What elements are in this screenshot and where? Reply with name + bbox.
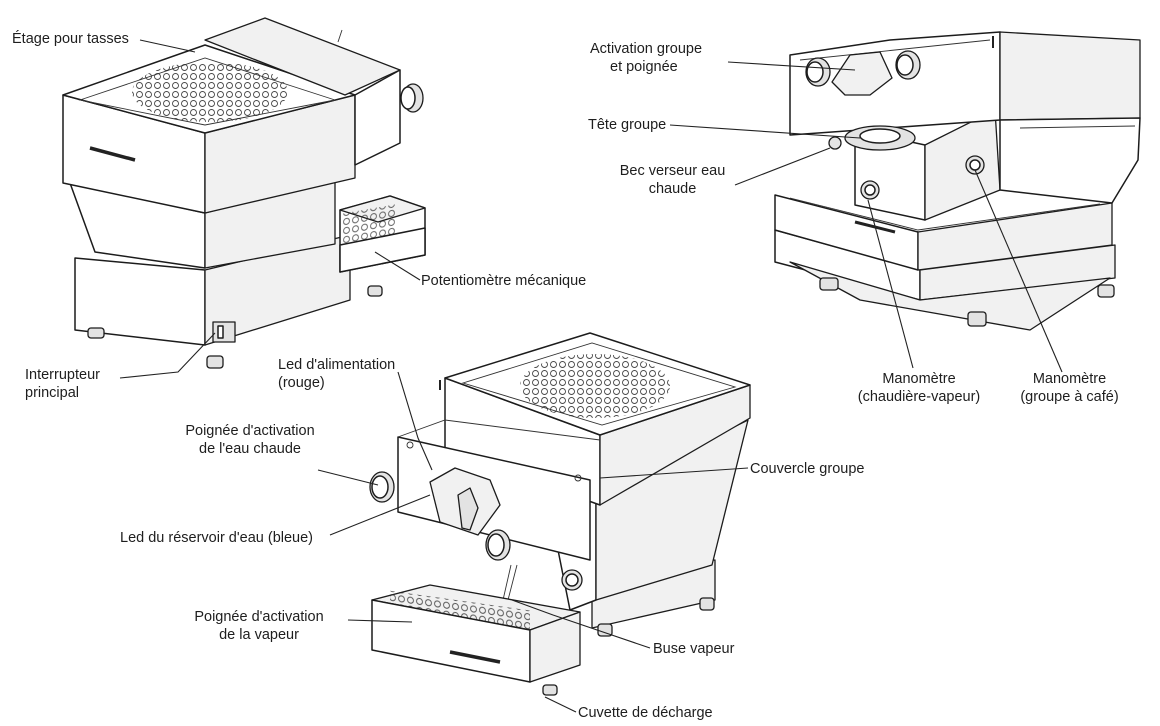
label-manometre-cafe-line2: (groupe à café) xyxy=(1020,389,1119,405)
label-activation-groupe-line1: Activation groupe xyxy=(590,41,703,57)
label-poignee-eau-line2: de l'eau chaude xyxy=(199,441,301,457)
label-activation-groupe-line2: et poignée xyxy=(610,59,678,75)
label-led-alimentation: Led d'alimentation (rouge) xyxy=(278,356,395,392)
label-led-reservoir: Led du réservoir d'eau (bleue) xyxy=(120,530,313,546)
label-interrupteur-line2: principal xyxy=(25,385,79,401)
label-poignee-eau: Poignée d'activation de l'eau chaude xyxy=(170,422,330,458)
label-manometre-cafe: Manomètre (groupe à café) xyxy=(1007,370,1132,406)
label-activation-groupe: Activation groupe et poignée xyxy=(590,40,702,76)
label-manometre-cafe-line1: Manomètre xyxy=(1032,371,1107,387)
label-bec-verseur-line1: Bec verseur eau xyxy=(619,163,726,179)
label-couvercle-groupe: Couvercle groupe xyxy=(750,461,865,477)
label-tete-groupe: Tête groupe xyxy=(588,117,667,133)
label-etage-tasses: Étage pour tasses xyxy=(12,31,129,47)
label-manometre-vapeur-line2: (chaudière-vapeur) xyxy=(857,389,981,405)
label-led-alimentation-line1: Led d'alimentation xyxy=(278,357,396,373)
label-bec-verseur: Bec verseur eau chaude xyxy=(605,162,740,198)
label-interrupteur-line1: Interrupteur xyxy=(25,367,100,383)
machine-rear-view xyxy=(774,31,1141,331)
label-poignee-vapeur: Poignée d'activation de la vapeur xyxy=(170,608,348,644)
label-poignee-eau-line1: Poignée d'activation xyxy=(185,423,315,439)
label-manometre-vapeur-line1: Manomètre xyxy=(882,371,956,387)
label-bec-verseur-line2: chaude xyxy=(648,181,697,197)
label-poignee-vapeur-line2: de la vapeur xyxy=(219,627,299,643)
machine-front-view xyxy=(62,17,426,369)
label-poignee-vapeur-line1: Poignée d'activation xyxy=(194,609,324,625)
label-buse-vapeur: Buse vapeur xyxy=(653,641,735,657)
leader-lines xyxy=(119,39,1063,713)
label-interrupteur: Interrupteur principal xyxy=(25,366,120,402)
label-potentiometre: Potentiomètre mécanique xyxy=(421,273,587,289)
label-cuvette: Cuvette de décharge xyxy=(578,705,713,721)
label-led-alimentation-line2: (rouge) xyxy=(278,375,325,391)
label-manometre-vapeur: Manomètre (chaudière-vapeur) xyxy=(848,370,990,406)
